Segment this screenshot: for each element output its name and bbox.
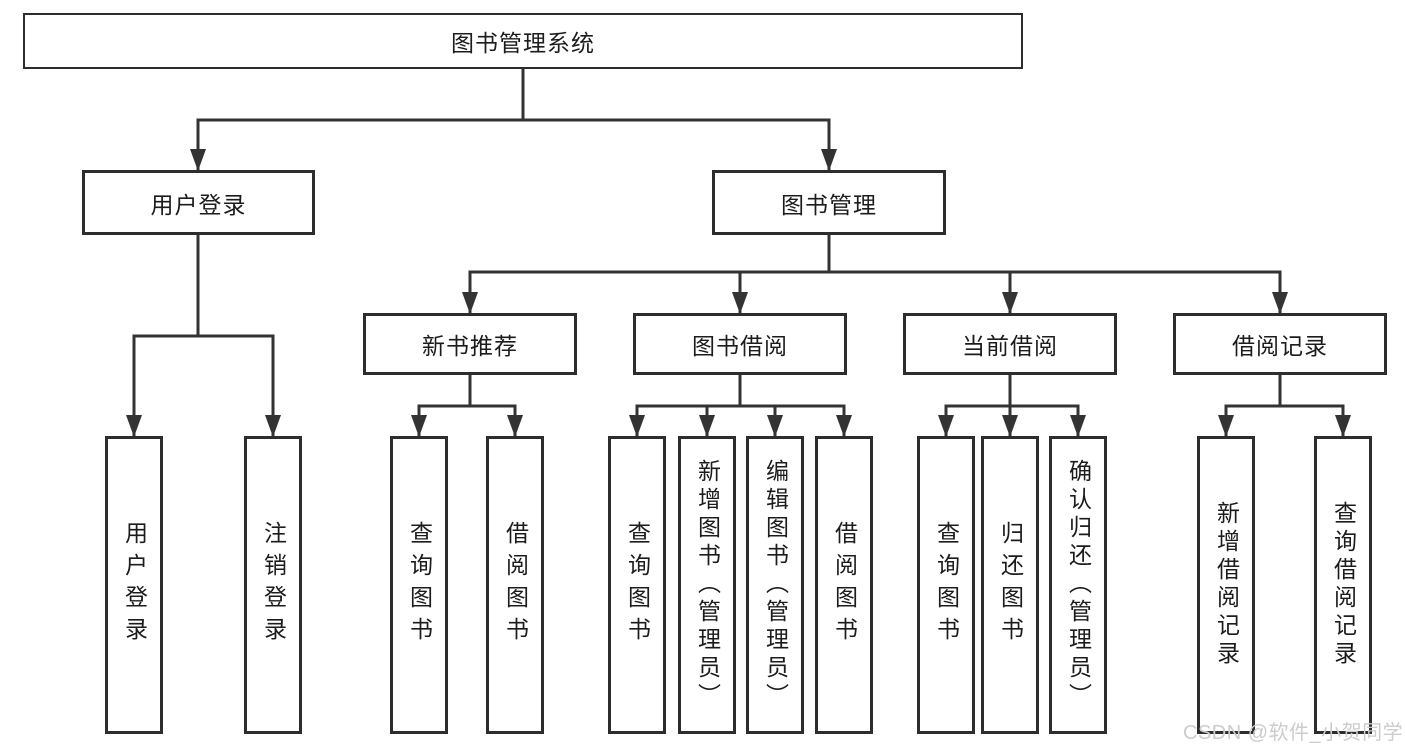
leaf-bb-add-books-admin-label: 新增图书（管理员） [694, 459, 721, 711]
leaf-logout-login-label: 注销登录 [260, 521, 287, 649]
csdn-watermark: CSDN @软件_小贺同学 [1183, 722, 1404, 744]
leaf-bb-borrow-books: 借阅图书 [815, 436, 873, 734]
leaf-cb-return-books: 归还图书 [981, 436, 1039, 734]
branch-root [190, 67, 837, 172]
node-current-borrow: 当前借阅 [903, 313, 1117, 375]
leaf-user-login-label: 用户登录 [121, 521, 148, 649]
leaf-nbr-query-books: 查询图书 [390, 436, 448, 734]
branch-user-login [126, 233, 281, 438]
leaf-nbr-borrow-books: 借阅图书 [486, 436, 544, 734]
node-user-login-label: 用户登录 [150, 191, 247, 218]
node-book-borrow: 图书借阅 [633, 313, 847, 375]
node-root: 图书管理系统 [23, 13, 1023, 69]
branch-book-management [462, 233, 1288, 315]
node-borrow-records: 借阅记录 [1173, 313, 1387, 375]
leaf-br-query-record: 查询借阅记录 [1314, 436, 1372, 734]
node-book-management-label: 图书管理 [781, 191, 877, 218]
leaf-cb-confirm-return-admin-label: 确认归还（管理员） [1065, 459, 1092, 711]
leaf-nbr-borrow-books-label: 借阅图书 [502, 521, 529, 649]
leaf-bb-borrow-books-label: 借阅图书 [831, 521, 858, 649]
leaf-br-query-record-label: 查询借阅记录 [1330, 501, 1357, 669]
branch-book-borrow [629, 373, 852, 438]
leaf-br-add-record: 新增借阅记录 [1197, 436, 1255, 734]
leaf-bb-add-books-admin: 新增图书（管理员） [678, 436, 736, 734]
node-book-management: 图书管理 [712, 170, 946, 235]
leaf-user-login: 用户登录 [105, 436, 163, 734]
node-user-login: 用户登录 [82, 170, 315, 235]
branch-current-borrow [938, 373, 1086, 438]
leaf-cb-confirm-return-admin: 确认归还（管理员） [1049, 436, 1107, 734]
leaf-cb-return-books-label: 归还图书 [997, 521, 1024, 649]
node-borrow-records-label: 借阅记录 [1232, 333, 1328, 359]
leaf-cb-query-books-label: 查询图书 [933, 521, 960, 649]
node-book-borrow-label: 图书借阅 [692, 333, 788, 359]
node-new-book-recommend: 新书推荐 [363, 313, 577, 375]
leaf-bb-edit-books-admin: 编辑图书（管理员） [746, 436, 804, 734]
node-current-borrow-label: 当前借阅 [962, 333, 1058, 359]
node-root-label: 图书管理系统 [451, 30, 595, 56]
leaf-bb-query-books: 查询图书 [608, 436, 666, 734]
node-new-book-recommend-label: 新书推荐 [422, 333, 518, 359]
leaf-nbr-query-books-label: 查询图书 [406, 521, 433, 649]
leaf-cb-query-books: 查询图书 [917, 436, 975, 734]
branch-borrow-records [1218, 373, 1351, 438]
leaf-logout-login: 注销登录 [244, 436, 302, 734]
branch-new-book-recommend [411, 373, 523, 438]
leaf-bb-query-books-label: 查询图书 [624, 521, 651, 649]
leaf-br-add-record-label: 新增借阅记录 [1213, 501, 1240, 669]
leaf-bb-edit-books-admin-label: 编辑图书（管理员） [762, 459, 789, 711]
